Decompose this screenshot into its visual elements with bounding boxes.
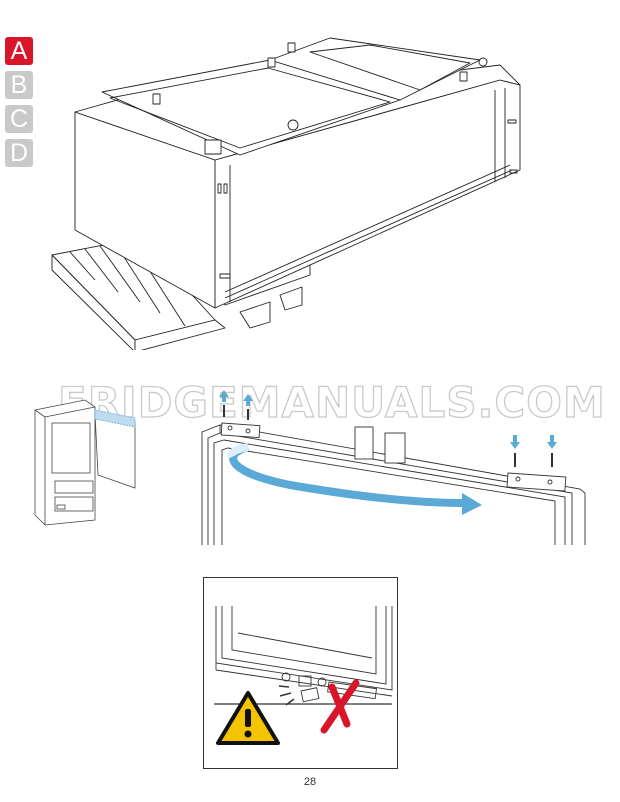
step-tab-c: C xyxy=(5,105,33,133)
fridge-open-door-illustration xyxy=(30,385,160,540)
pallet-illustration xyxy=(40,30,560,350)
arrow-up-icon xyxy=(219,390,229,402)
warning-illustration xyxy=(203,577,398,769)
door-hinge-transfer-illustration xyxy=(200,385,590,545)
step-tab-a: A xyxy=(5,37,33,65)
arrow-down-icon xyxy=(510,435,520,449)
arrow-up-icon xyxy=(243,394,253,406)
step-tab-d: D xyxy=(5,139,33,167)
page-number: 28 xyxy=(303,776,317,788)
transfer-arrow-icon xyxy=(229,443,463,507)
warning-triangle-icon xyxy=(216,691,280,745)
red-cross-icon xyxy=(320,679,360,734)
step-tabs: A B C D xyxy=(5,37,35,173)
step-tab-b: B xyxy=(5,71,33,99)
arrow-down-icon xyxy=(547,435,557,449)
watermark: FRIDGEMANUALS.COM xyxy=(57,377,606,427)
